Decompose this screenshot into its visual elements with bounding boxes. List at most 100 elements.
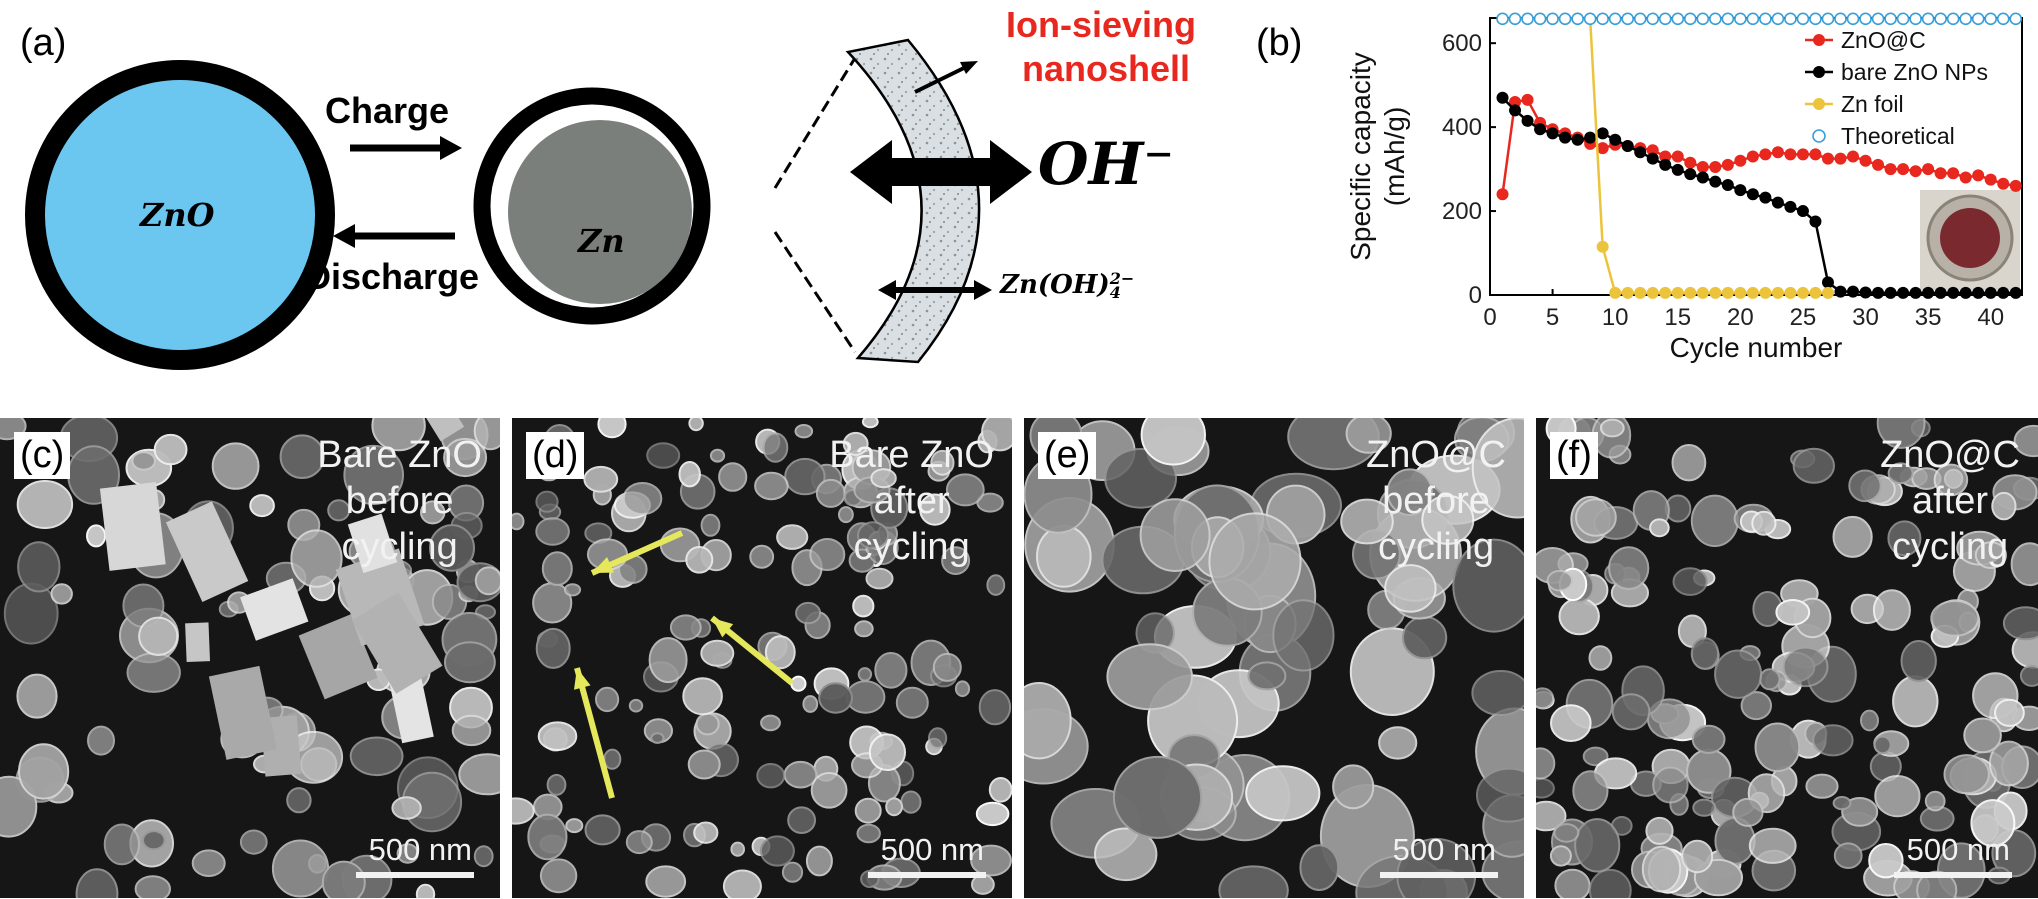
data-point bbox=[1496, 12, 1509, 26]
sem-caption-line: ZnO@C bbox=[1880, 434, 2020, 476]
data-point bbox=[1746, 286, 1759, 299]
sem-caption-line: before bbox=[345, 480, 454, 522]
data-point bbox=[1959, 286, 1972, 299]
data-point bbox=[1784, 286, 1797, 299]
data-point bbox=[1934, 286, 1947, 299]
sem-caption-line: before bbox=[1382, 480, 1490, 522]
data-point bbox=[1922, 163, 1935, 176]
data-point bbox=[1859, 154, 1872, 167]
scale-bar-label: 500 nm bbox=[368, 832, 472, 867]
data-point bbox=[1721, 12, 1735, 26]
data-point bbox=[1972, 169, 1985, 182]
data-point bbox=[1646, 144, 1659, 157]
data-point bbox=[1796, 205, 1809, 218]
data-point bbox=[1571, 12, 1584, 26]
data-point bbox=[1921, 12, 1935, 26]
sem-micrograph bbox=[512, 418, 1012, 898]
data-point bbox=[1721, 158, 1734, 171]
data-point bbox=[1709, 286, 1722, 299]
zincate-sub: 4 bbox=[1109, 283, 1121, 302]
data-point bbox=[1634, 286, 1647, 299]
panel-label-d: (d) bbox=[526, 432, 585, 479]
data-point bbox=[1922, 286, 1935, 299]
zincate-label: Zn(OH)2−4 bbox=[1000, 270, 1134, 302]
oh-double-arrow bbox=[850, 140, 1032, 204]
scale-bar bbox=[868, 872, 986, 878]
panel-label-c: (c) bbox=[14, 432, 71, 479]
data-point bbox=[1696, 12, 1710, 26]
sem-micrograph bbox=[1536, 418, 2038, 898]
data-point bbox=[1834, 285, 1847, 298]
data-point bbox=[1959, 12, 1972, 26]
data-point bbox=[1734, 184, 1747, 197]
scale-bar-label: 500 nm bbox=[1392, 832, 1496, 867]
data-point bbox=[1821, 276, 1834, 289]
data-point bbox=[1558, 12, 1572, 26]
data-point bbox=[1521, 93, 1534, 106]
x-tick-label: 30 bbox=[1852, 304, 1879, 331]
x-tick-label: 40 bbox=[1977, 304, 2004, 331]
scale-bar bbox=[1894, 872, 2012, 878]
data-point bbox=[1508, 12, 1522, 26]
legend-marker bbox=[1813, 98, 1825, 110]
data-point bbox=[1759, 12, 1772, 26]
data-point bbox=[2009, 12, 2023, 26]
data-point bbox=[2009, 286, 2022, 299]
data-point bbox=[1884, 286, 1897, 299]
discharge-label: Discharge bbox=[305, 256, 480, 297]
y-axis-label: Specific capacity bbox=[1345, 52, 1376, 261]
data-point bbox=[1784, 200, 1797, 213]
data-point bbox=[1571, 133, 1584, 146]
data-point bbox=[1809, 286, 1822, 299]
data-point bbox=[1821, 12, 1835, 26]
data-point bbox=[1658, 12, 1672, 26]
coin-cell-center bbox=[1940, 208, 2000, 268]
y-axis-label: (mAh/g) bbox=[1379, 107, 1410, 207]
data-point bbox=[1934, 167, 1947, 180]
data-point bbox=[1633, 12, 1647, 26]
x-tick-label: 25 bbox=[1790, 304, 1817, 331]
scale-bar-label: 500 nm bbox=[880, 832, 984, 867]
pore-arrow-head bbox=[592, 556, 614, 573]
data-point bbox=[1821, 286, 1834, 299]
data-point bbox=[1947, 286, 1960, 299]
data-point bbox=[1521, 12, 1534, 26]
pore-arrow bbox=[574, 667, 615, 799]
scale-bar bbox=[356, 872, 474, 878]
data-point bbox=[1521, 114, 1534, 127]
y-tick-label: 600 bbox=[1442, 30, 1482, 57]
nanoshell-label-line1: Ion-sieving bbox=[1006, 4, 1197, 45]
data-point bbox=[1846, 12, 1860, 26]
x-tick-label: 0 bbox=[1483, 304, 1496, 331]
x-axis-label: Cycle number bbox=[1670, 332, 1843, 363]
y-tick-label: 200 bbox=[1442, 198, 1482, 225]
data-point bbox=[1759, 148, 1772, 161]
oh-label: OH⁻ bbox=[1038, 130, 1174, 198]
data-point bbox=[1696, 171, 1709, 184]
data-point bbox=[1596, 142, 1609, 155]
legend-label: Theoretical bbox=[1841, 123, 1955, 149]
data-point bbox=[1559, 131, 1572, 144]
data-point bbox=[1734, 286, 1747, 299]
data-point bbox=[1959, 171, 1972, 184]
sem-caption-line: Bare ZnO bbox=[829, 434, 994, 476]
data-point bbox=[1709, 12, 1722, 26]
nanoshell-label-line2: nanoshell bbox=[1022, 48, 1191, 89]
sem-caption-line: after bbox=[1912, 480, 1989, 522]
data-point bbox=[1796, 148, 1809, 161]
x-tick-label: 20 bbox=[1727, 304, 1754, 331]
legend-label: ZnO@C bbox=[1841, 27, 1926, 53]
pore-arrow-head bbox=[573, 668, 591, 690]
data-point bbox=[1496, 188, 1509, 201]
data-point bbox=[2009, 179, 2022, 192]
data-point bbox=[1746, 12, 1760, 26]
panel-label-f: (f) bbox=[1550, 432, 1598, 479]
scale-bar bbox=[1380, 872, 1498, 878]
data-point bbox=[1596, 12, 1609, 26]
data-point bbox=[1996, 12, 2010, 26]
sem-caption-line: Bare ZnO bbox=[317, 434, 482, 476]
charge-arrow bbox=[440, 136, 462, 160]
